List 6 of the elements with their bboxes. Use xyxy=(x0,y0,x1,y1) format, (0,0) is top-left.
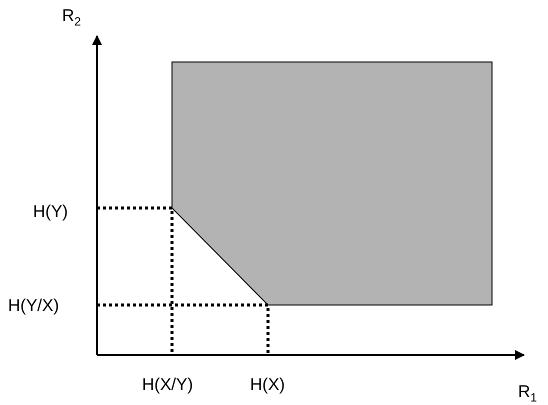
tick-label: H(X/Y) xyxy=(142,375,193,395)
axis-label: R$_{1}$ xyxy=(518,382,537,405)
tick-label: H(Y) xyxy=(33,202,68,222)
tick-label: H(Y/X) xyxy=(8,296,59,316)
axis-label: R$_{2}$ xyxy=(62,6,81,30)
tick-label: H(X) xyxy=(250,375,285,395)
